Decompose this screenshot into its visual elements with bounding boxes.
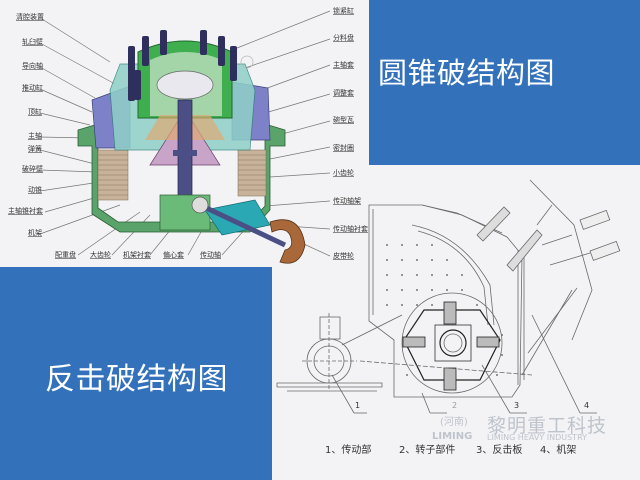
label-left-5: 顶缸 [28,108,42,116]
part-number-4: 4 [584,401,590,410]
watermark-logo-text: LIMING [432,431,473,442]
cone-crusher-title: 圆锥破结构图 [378,56,556,90]
label-right-3: 主轴套 [333,61,354,69]
caption-item-3: 3、反击板 [476,445,523,456]
label-left-2: 轧臼壁 [22,38,43,46]
label-bottom-3: 机架衬套 [123,251,151,259]
cone-crusher-illustration [39,10,331,264]
label-right-5: 碗型瓦 [333,116,354,124]
label-left-6: 主轴 [28,132,42,140]
label-right-1: 锁紧缸 [333,7,354,15]
caption-item-2: 2、转子部件 [399,445,456,456]
label-right-9: 传动轴衬套 [333,225,368,233]
impact-crusher-diagram: 1 2 3 4 (河南) 黎明重工科技 LIMING LIMING HEAVY … [272,165,640,480]
label-bottom-4: 偏心套 [163,251,184,259]
label-left-3: 导向轴 [22,62,43,70]
cone-crusher-title-panel: 圆锥破结构图 [369,0,640,165]
impact-crusher-title-panel: 反击破结构图 [0,267,272,480]
label-bottom-5: 传动轴 [200,251,221,259]
label-bottom-2: 大齿轮 [90,251,111,259]
part-number-3: 3 [514,401,520,410]
label-left-4: 推动缸 [22,84,43,92]
caption-item-1: 1、传动部 [325,445,372,456]
watermark-region: (河南) [440,417,468,428]
cone-crusher-diagram: 清腔装置 轧臼壁 导向轴 推动缸 顶缸 主轴 弹簧 破碎壁 动锥 主轴锥衬套 机… [0,0,369,267]
label-bottom-1: 配重盘 [55,251,76,259]
impact-crusher-drawing [276,179,621,414]
label-left-10: 主轴锥衬套 [8,207,43,215]
label-left-1: 清腔装置 [16,13,44,21]
label-left-8: 破碎壁 [22,165,43,173]
label-left-7: 弹簧 [28,145,42,153]
label-left-9: 动锥 [28,186,42,194]
label-right-6: 密封圈 [333,144,354,152]
label-right-7: 小齿轮 [333,169,354,177]
watermark-brand-en: LIMING HEAVY INDUSTRY [487,433,587,442]
part-number-1: 1 [355,401,361,410]
label-right-4: 调整套 [333,89,354,97]
label-right-8: 传动轴架 [333,197,361,205]
part-number-2: 2 [452,401,458,410]
caption-item-4: 4、机架 [540,445,577,456]
label-right-10: 皮带轮 [333,252,354,260]
watermark-brand-cn: 黎明重工科技 [487,415,608,437]
label-right-2: 分料盘 [333,34,354,42]
label-left-11: 机架 [28,229,42,237]
impact-crusher-title: 反击破结构图 [45,362,228,397]
